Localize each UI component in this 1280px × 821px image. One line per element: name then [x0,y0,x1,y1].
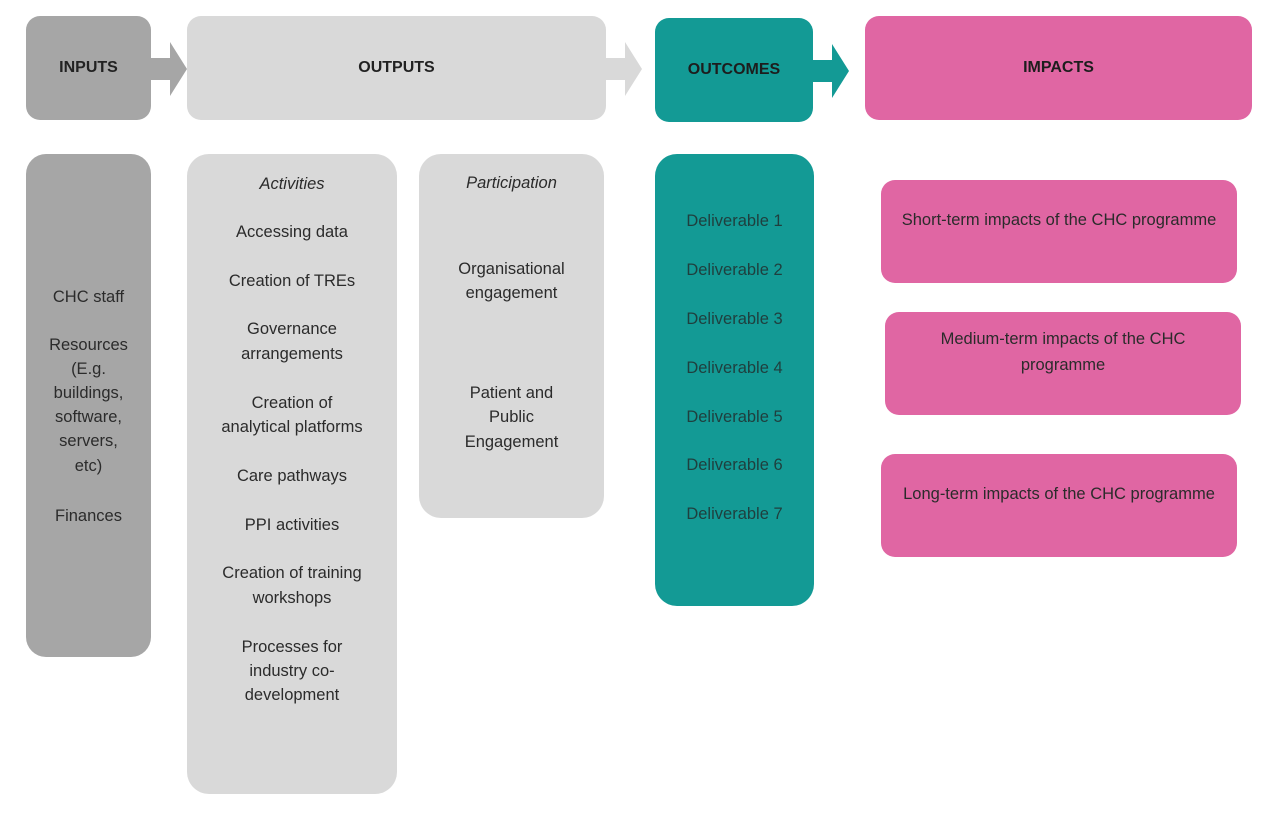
activity-item: analytical platforms [221,418,363,436]
activity-item: industry co- [249,662,335,680]
activity-item: Creation of TREs [228,272,356,290]
input-item: etc) [74,457,103,475]
activity-item: Accessing data [236,223,348,241]
activity-item: arrangements [241,345,343,363]
deliverable-item: Deliverable 5 [686,408,783,426]
inputs-header-label: INPUTS [59,59,118,76]
activity-item: Care pathways [236,467,348,485]
outcomes-header: OUTCOMES [655,18,813,122]
activity-item: development [244,686,340,704]
deliverable-item: Deliverable 3 [686,310,783,328]
long-term-impacts-label: Long-term impacts of the CHC programme [903,484,1215,503]
outcomes-box [655,154,814,606]
activity-item: Creation of training [222,564,362,582]
participation-item: Organisational [458,260,565,278]
participation-item: Patient and [469,384,554,402]
participation-item: engagement [465,284,558,302]
inputs-to-outputs-arrow-icon [150,42,187,96]
inputs-box [26,154,151,657]
medium-term-impacts-box: Medium-term impacts of the CHC programme [885,312,1241,415]
participation-box [419,154,604,518]
input-item: software, [55,408,122,426]
activity-item: Processes for [241,638,343,656]
activity-item: PPI activities [244,516,340,534]
input-item: Finances [55,507,122,525]
participation-title: Participation [466,174,557,192]
deliverable-item: Deliverable 2 [686,261,783,279]
medium-term-impacts-label: Medium-term impacts of the CHC programme [940,329,1186,374]
input-item: servers, [59,432,118,450]
outcomes-header-label: OUTCOMES [687,61,781,78]
activity-item: Creation of [251,394,333,412]
activity-item: Governance [247,320,337,338]
participation-item: Engagement [464,433,559,451]
outputs-to-outcomes-arrow-icon [605,42,642,96]
input-item: buildings, [53,384,124,402]
deliverable-item: Deliverable 6 [686,456,783,474]
deliverable-item: Deliverable 7 [686,505,783,523]
impacts-header: IMPACTS [865,16,1252,120]
activities-box [187,154,397,794]
outcomes-to-impacts-arrow-icon [812,44,849,98]
short-term-impacts-box: Short-term impacts of the CHC programme [881,180,1237,283]
impacts-header-label: IMPACTS [1023,59,1094,76]
deliverable-item: Deliverable 1 [686,212,783,230]
short-term-impacts-label: Short-term impacts of the CHC programme [901,210,1217,229]
outputs-header-label: OUTPUTS [358,59,435,76]
input-item: Resources [49,336,128,354]
long-term-impacts-box: Long-term impacts of the CHC programme [881,454,1237,557]
deliverable-item: Deliverable 4 [686,359,783,377]
outputs-header: OUTPUTS [187,16,606,120]
participation-item: Public [489,408,534,426]
input-item: CHC staff [52,288,125,306]
activities-title: Activities [259,175,325,193]
activity-item: workshops [252,589,332,607]
inputs-header: INPUTS [26,16,151,120]
input-item: (E.g. [71,360,106,378]
